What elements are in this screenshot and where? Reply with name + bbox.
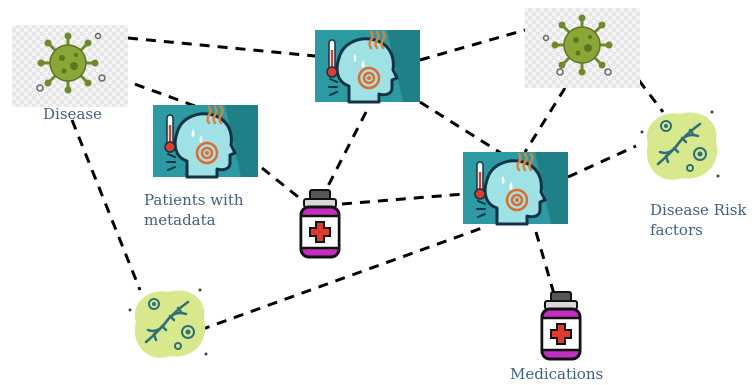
medicine-bottle-icon [299, 188, 341, 259]
edge-virus1-patient2 [127, 36, 316, 58]
patient-head-fever-icon [151, 103, 260, 179]
virus-icon [12, 25, 128, 107]
edge-patient2-virus2 [419, 28, 526, 62]
edge-patient2-patient3 [419, 100, 505, 157]
edge-virus2-patient3 [523, 87, 567, 153]
edge-virus1-patient1 [117, 76, 196, 108]
disease-risk-factors-label: Disease Risk factors [650, 201, 747, 239]
patient-head-fever-icon [313, 28, 422, 104]
edge-dna1-patient3 [199, 226, 483, 332]
edge-bottle1-patient3 [341, 192, 465, 206]
dna-risk-factor-icon [639, 109, 721, 182]
edge-patient2-bottle1 [324, 111, 368, 191]
patient-head-fever-icon [461, 150, 570, 226]
edge-patient3-bottle2 [534, 231, 556, 295]
edge-patient1-bottle1 [261, 166, 303, 202]
patients-with-metadata-label: Patients with metadata [144, 191, 244, 229]
virus-icon [525, 8, 640, 88]
medications-label: Medications [510, 365, 604, 383]
medicine-bottle-icon [540, 290, 582, 361]
edge-patient3-dna2 [567, 144, 637, 179]
disease-label: Disease [43, 105, 102, 123]
edge-virus1-dna1 [70, 119, 142, 291]
dna-risk-factor-icon [127, 287, 209, 360]
